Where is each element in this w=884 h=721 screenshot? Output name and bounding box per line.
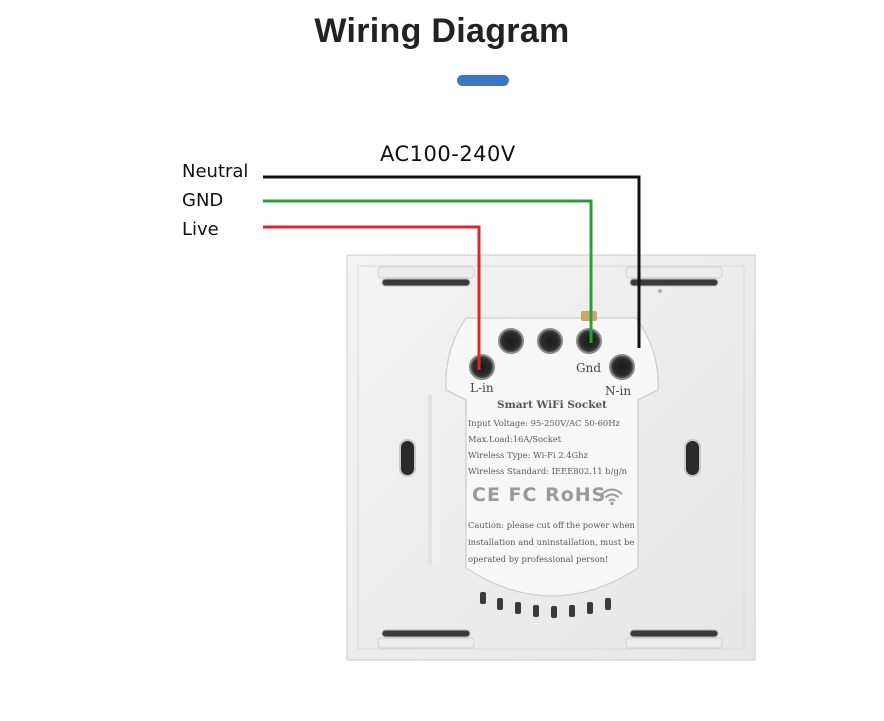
spec-input-voltage: Input Voltage: 95-250V/AC 50-60Hz	[468, 418, 620, 428]
side-screw-holes	[399, 439, 701, 477]
gnd-label: GND	[182, 190, 224, 211]
live-wire	[263, 225, 481, 370]
caution-line-2: installation and uninstallation, must be	[468, 537, 635, 547]
vent-slots	[480, 592, 611, 618]
mounting-slots	[381, 278, 719, 638]
switch-inner-frame	[357, 265, 745, 650]
spec-wireless-standard: Wireless Standard: IEEE802.11 b/g/n	[468, 466, 628, 476]
title-accent-bar	[457, 75, 509, 86]
terminal-module	[445, 317, 659, 597]
certification-marks: CE FC RoHS	[472, 484, 607, 506]
caution-line-3: operated by professional person!	[468, 554, 609, 564]
n-in-terminal-label: N-in	[605, 384, 632, 398]
l-in-terminal-label: L-in	[470, 381, 494, 395]
gnd-wire	[263, 199, 593, 343]
terminal-holes	[469, 328, 635, 380]
neutral-label: Neutral	[182, 161, 249, 182]
neutral-wire	[263, 175, 641, 348]
voltage-label: AC100-240V	[380, 142, 516, 166]
caution-line-1: Caution: please cut off the power when	[468, 520, 635, 530]
spec-wireless-type: Wireless Type: Wi-Fi 2.4Ghz	[468, 450, 589, 460]
live-label: Live	[182, 219, 219, 240]
diagram-title: Wiring Diagram	[314, 12, 570, 50]
wifi-icon	[601, 488, 623, 506]
spec-max-load: Max.Load:16A/Socket	[468, 434, 562, 444]
product-name: Smart WiFi Socket	[497, 399, 608, 411]
gnd-terminal-label: Gnd	[576, 361, 601, 375]
